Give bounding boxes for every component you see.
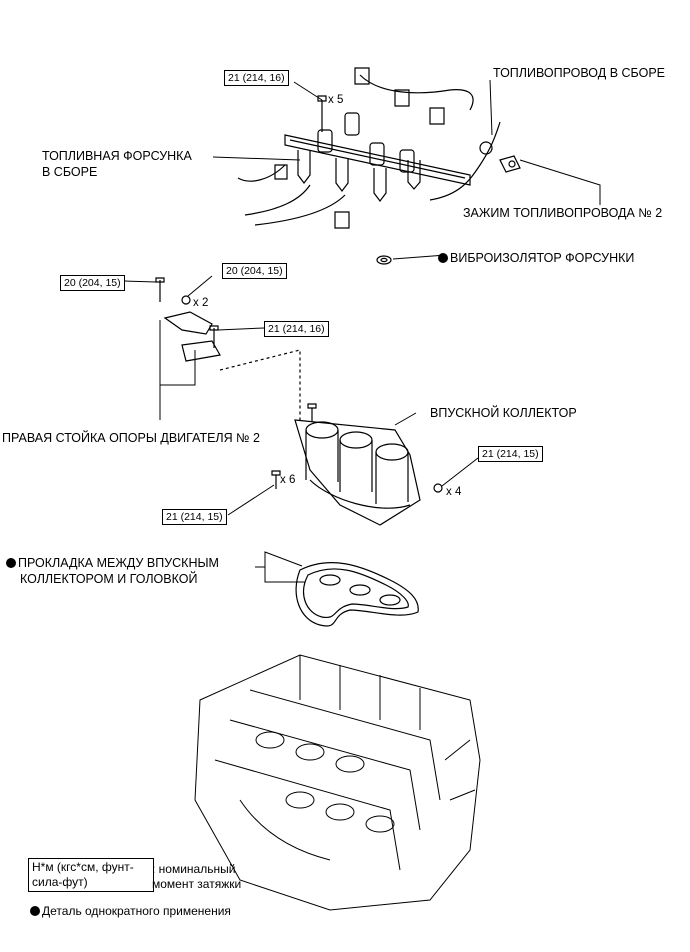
intake-manifold-drawing [271,403,443,526]
torque-manifold-right: 21 (214, 15) [478,446,543,462]
single-use-bullet-icon [438,253,448,263]
legend-desc-line2: момент затяжки [152,877,242,891]
torque-stay-nut: 20 (204, 15) [222,263,287,279]
legend-torque-desc: : номинальный момент затяжки [152,862,241,892]
clamp-drawing [499,155,521,173]
torque-stay-bolt2: 21 (214, 16) [264,321,329,337]
qty-rail-bolts: x 5 [328,94,344,106]
torque-rail-bolts: 21 (214, 16) [224,70,289,86]
fuel-injector-label-line2: В СБОРЕ [42,165,98,179]
legend-torque-box: Н*м (кгс*см, фунт- сила-фут) [28,858,154,892]
insulator-label: ВИБРОИЗОЛЯТОР ФОРСУНКИ [438,250,634,266]
fuel-rail-drawing [237,67,501,229]
legend-box-line1: Н*м (кгс*см, фунт- [32,860,134,874]
gasket-label-line2: КОЛЛЕКТОРОМ И ГОЛОВКОЙ [20,572,198,586]
intake-manifold-label: ВПУСКНОЙ КОЛЛЕКТОР [430,406,577,420]
qty-stay-nut: x 2 [193,297,209,309]
legend-box-line2: сила-фут) [32,875,88,889]
gasket-label-line1: ПРОКЛАДКА МЕЖДУ ВПУСКНЫМ [6,555,219,571]
qty-manifold-right: x 4 [446,486,462,498]
legend-single-use: Деталь однократного применения [30,904,231,918]
leader-lines [124,79,601,583]
gasket-drawing [295,562,419,627]
torque-manifold-left: 21 (214, 15) [162,509,227,525]
gasket-label-text: ПРОКЛАДКА МЕЖДУ ВПУСКНЫМ [18,556,219,570]
engine-block-drawing [194,654,481,911]
clamp-label: ЗАЖИМ ТОПЛИВОПРОВОДА № 2 [463,206,663,220]
engine-stay-drawing [155,277,301,420]
torque-stay-bolt: 20 (204, 15) [60,275,125,291]
fuel-rail-label: ТОПЛИВОПРОВОД В СБОРЕ [493,66,665,80]
qty-manifold-left: x 6 [280,474,296,486]
legend-desc-line1: : номинальный [152,862,236,876]
single-use-bullet-icon [6,558,16,568]
insulator-drawing [376,255,392,265]
fuel-injector-label-line1: ТОПЛИВНАЯ ФОРСУНКА [42,149,192,163]
single-use-bullet-icon [30,906,40,916]
engine-stay-label: ПРАВАЯ СТОЙКА ОПОРЫ ДВИГАТЕЛЯ № 2 [2,431,260,445]
insulator-label-text: ВИБРОИЗОЛЯТОР ФОРСУНКИ [450,251,635,265]
legend-note-text: Деталь однократного применения [42,904,231,918]
